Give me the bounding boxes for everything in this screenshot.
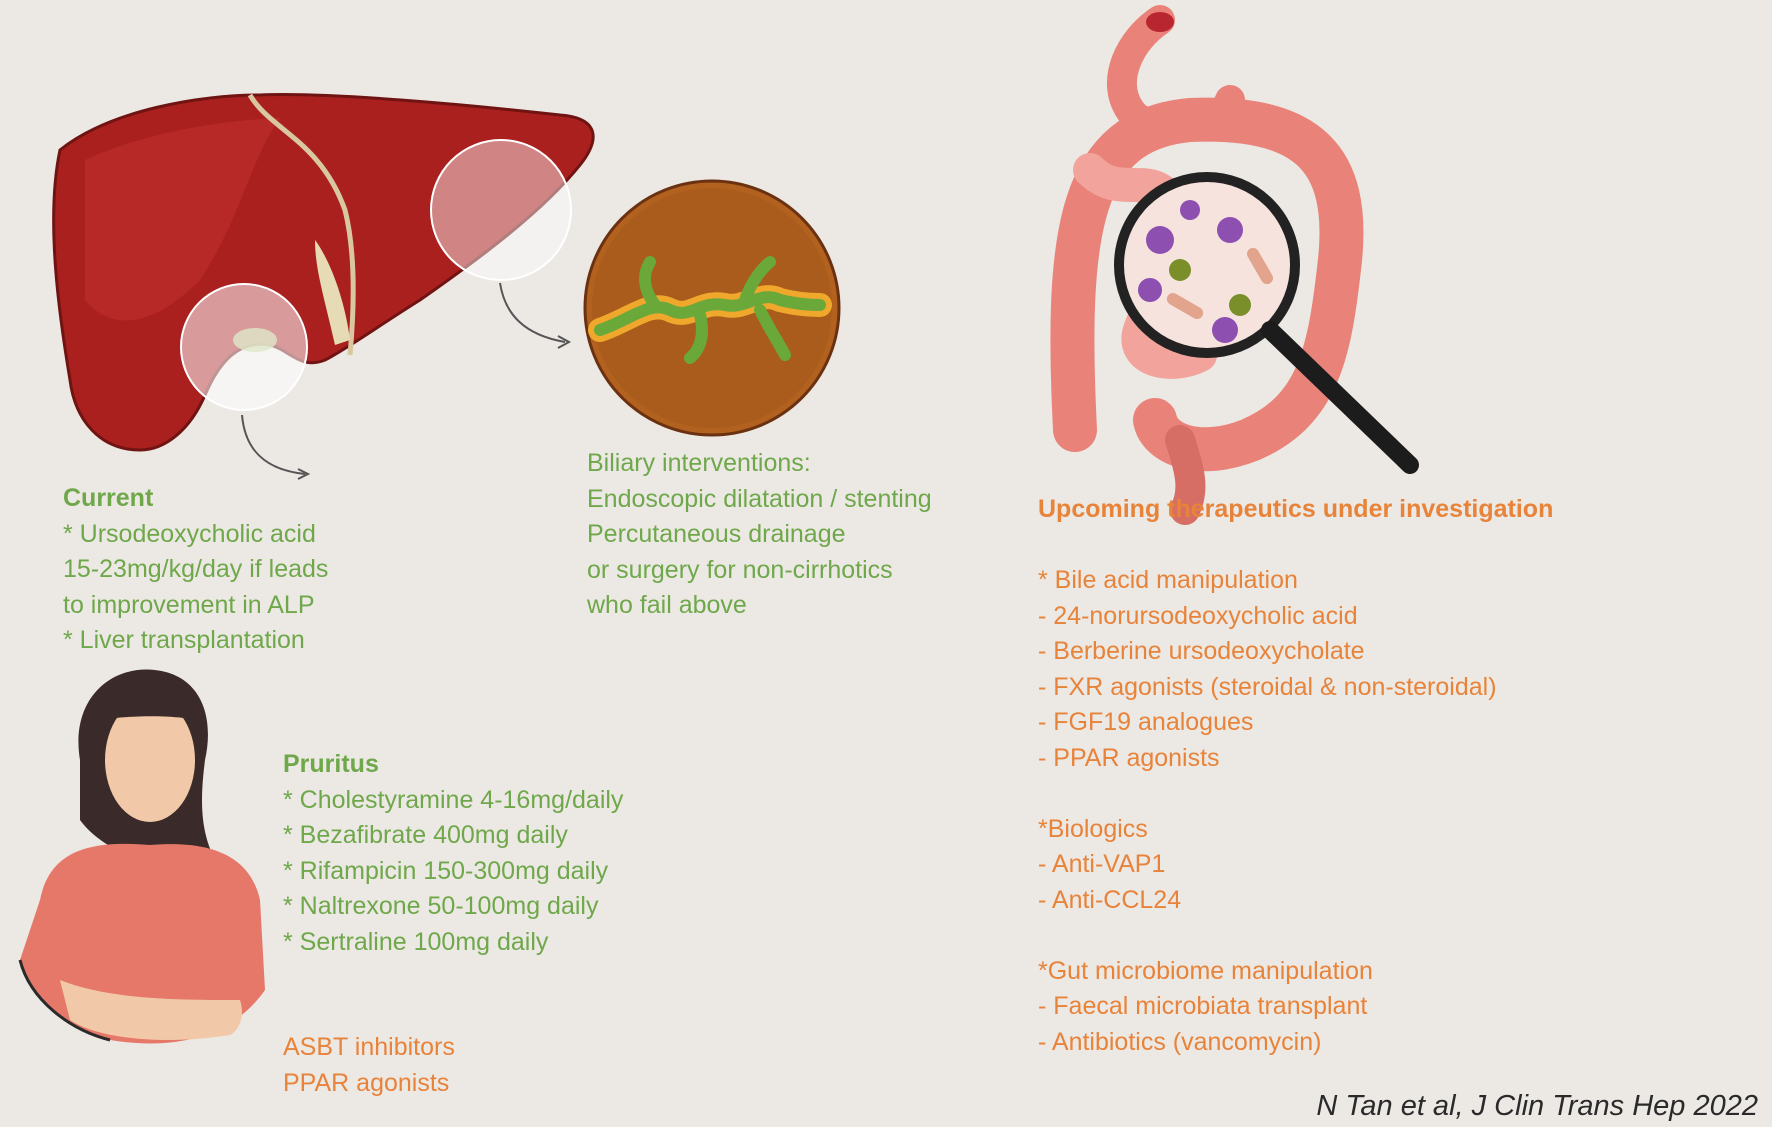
current-line: * Liver transplantation <box>63 626 305 654</box>
citation: N Tan et al, J Clin Trans Hep 2022 <box>1316 1090 1758 1122</box>
upcoming-block: Upcoming therapeutics under investigatio… <box>1038 492 1553 1060</box>
current-heading: Current <box>63 484 154 512</box>
biliary-block: Biliary interventions: Endoscopic dilata… <box>587 446 932 624</box>
bile-acid-item: - 24-norursodeoxycholic acid <box>1038 601 1358 630</box>
bile-acid-item: - Berberine ursodeoxycholate <box>1038 637 1365 665</box>
pruritus-heading: Pruritus <box>283 750 379 778</box>
biliary-line: Endoscopic dilatation / stenting <box>587 484 932 513</box>
current-line: * Ursodeoxycholic acid <box>63 519 316 548</box>
current-block: Current * Ursodeoxycholic acid 15-23mg/k… <box>63 481 328 659</box>
pruritus-line: * Rifampicin 150-300mg daily <box>283 856 609 885</box>
biologics-item: - Anti-VAP1 <box>1038 850 1166 878</box>
patient-icon <box>18 669 265 1044</box>
emerging-line: ASBT inhibitors <box>283 1033 455 1061</box>
biliary-line: who fail above <box>587 591 747 619</box>
liver-icon <box>52 93 595 452</box>
current-line: 15-23mg/kg/day if leads <box>63 555 329 583</box>
current-line: to improvement in ALP <box>63 590 315 619</box>
bile-acid-item: - FXR agonists (steroidal & non-steroida… <box>1038 672 1497 701</box>
bile-duct-icon <box>583 179 841 437</box>
pruritus-emerging-block: ASBT inhibitors PPAR agonists <box>283 1030 455 1101</box>
emerging-line: PPAR agonists <box>283 1068 450 1097</box>
arrow-icon <box>499 282 566 343</box>
biliary-line: or surgery for non-cirrhotics <box>587 555 893 584</box>
pruritus-line: * Bezafibrate 400mg daily <box>283 821 568 849</box>
bile-acid-item: - PPAR agonists <box>1038 743 1220 772</box>
arrow-icon <box>241 414 306 475</box>
biologics-title: *Biologics <box>1038 814 1148 843</box>
intestines-icon <box>1050 5 1419 525</box>
microbiome-title: *Gut microbiome manipulation <box>1038 956 1373 985</box>
microbiome-item: - Faecal microbiata transplant <box>1038 992 1368 1020</box>
biologics-item: - Anti-CCL24 <box>1038 885 1182 914</box>
pruritus-block: Pruritus * Cholestyramine 4-16mg/daily *… <box>283 747 623 960</box>
upcoming-heading: Upcoming therapeutics under investigatio… <box>1038 495 1554 523</box>
bile-acid-item: - FGF19 analogues <box>1038 708 1254 736</box>
pruritus-line: * Sertraline 100mg daily <box>283 927 549 956</box>
pruritus-line: * Cholestyramine 4-16mg/daily <box>283 785 624 814</box>
biliary-line: Biliary interventions: <box>587 449 811 477</box>
pruritus-line: * Naltrexone 50-100mg daily <box>283 892 599 920</box>
bile-acid-title: * Bile acid manipulation <box>1038 566 1298 594</box>
microbiome-item: - Antibiotics (vancomycin) <box>1038 1027 1322 1056</box>
biliary-line: Percutaneous drainage <box>587 520 846 548</box>
